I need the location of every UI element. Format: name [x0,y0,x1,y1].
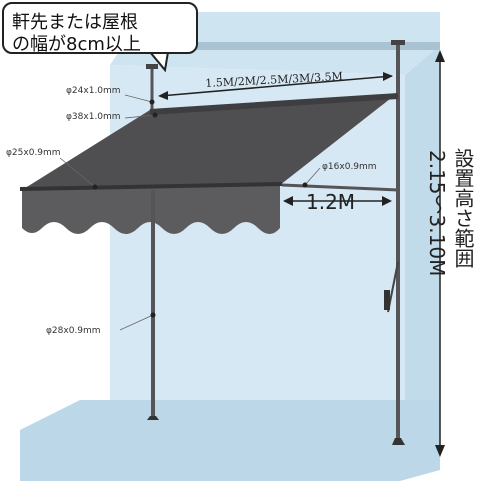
leader-roller [124,114,156,119]
awning-canvas [22,95,395,190]
callout-bubble: 軒先または屋根 の幅が8cm以上 [2,2,198,55]
width-dimension-line [159,75,393,97]
leader-top-pole [124,94,153,103]
marker-arm [302,182,308,188]
leader-arm [304,167,321,186]
rear-right-pole-cap [391,40,405,45]
spec-roller: φ38x1.0mm [66,112,121,122]
height-range-value: 2.15～3.10M [425,150,449,277]
spec-front-bar: φ25x0.9mm [6,148,61,158]
leader-main-pole [119,314,154,331]
height-range-heading: 設置高さ範囲 [451,148,475,268]
spec-arm: φ16x0.9mm [322,162,377,172]
marker-main-pole [150,312,156,318]
height-arrow-top [435,50,445,62]
projection-arrow-left [283,196,293,206]
crank-grip [384,290,390,310]
floor-panel [20,400,440,481]
marker-roller [152,112,158,118]
front-bar [19,182,283,191]
rear-pole-foot [392,438,405,445]
marker-front-bar [92,184,98,190]
projection-dimension-label: 1.2M [306,190,356,214]
awning-roller [149,93,399,115]
front-pole-foot [147,416,159,420]
awning-arm [281,183,399,192]
width-arrow-right [383,72,393,81]
marker-top-pole [149,99,155,105]
callout-line-2: の幅が8cm以上 [12,34,141,55]
height-arrow-bottom [435,445,445,457]
ceiling-beam [145,42,440,50]
width-arrow-left [158,91,168,100]
right-wall [405,45,440,455]
spec-top-pole: φ24x1.0mm [66,86,121,96]
spec-main-pole: φ28x0.9mm [46,326,101,336]
projection-arrow-right [382,196,392,206]
leader-front-bar [59,157,96,188]
callout-line-1: 軒先または屋根 [12,12,138,33]
rear-left-pole-cap [146,64,158,69]
